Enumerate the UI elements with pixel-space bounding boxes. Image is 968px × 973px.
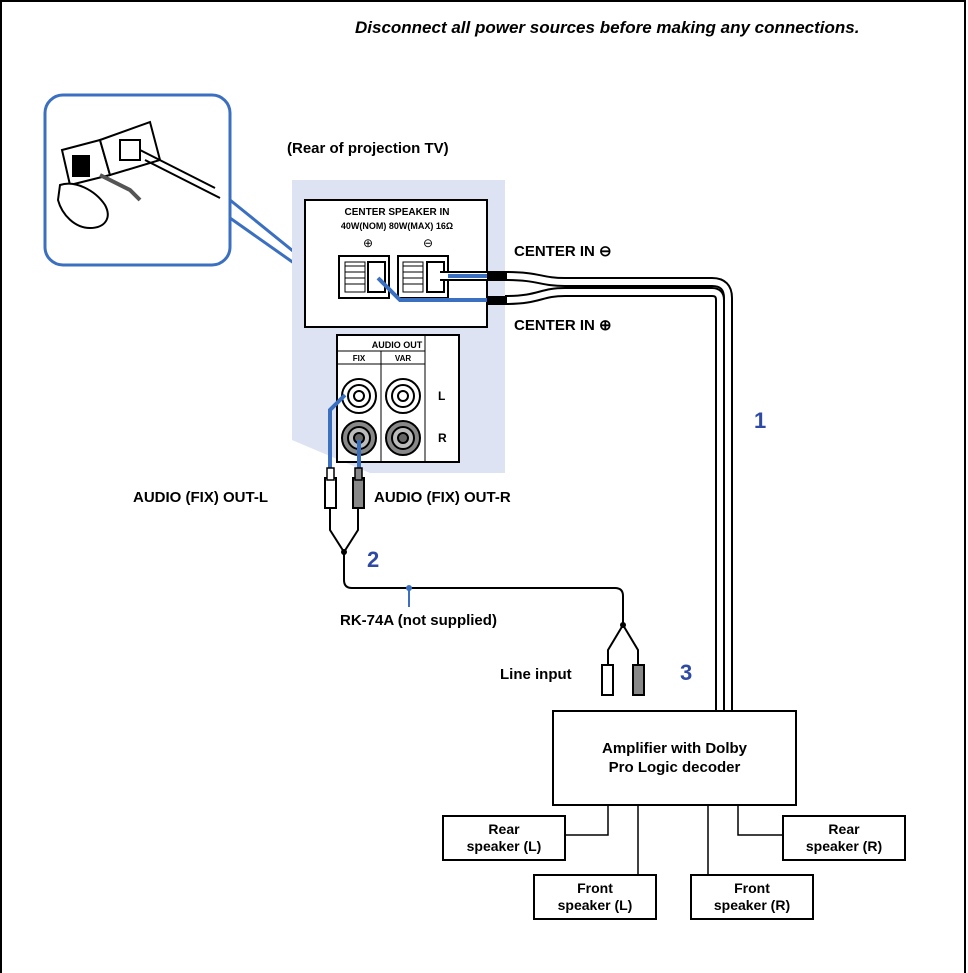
l-label: L (438, 389, 445, 403)
center-speaker-title: CENTER SPEAKER IN (344, 207, 449, 218)
plus-symbol: ⊕ (363, 236, 373, 250)
jack-fix-l (341, 378, 377, 414)
audio-out-title: AUDIO OUT (372, 340, 423, 350)
minus-symbol: ⊖ (423, 236, 433, 250)
step-2: 2 (367, 547, 380, 572)
var-label: VAR (395, 354, 412, 363)
front-speaker-r-line2: speaker (R) (713, 897, 791, 913)
center-speaker-rating: 40W(NOM) 80W(MAX) 16Ω (341, 221, 453, 231)
jack-var-r (385, 420, 421, 456)
audio-fix-r-label: AUDIO (FIX) OUT-R (374, 489, 511, 506)
speaker-wires (566, 805, 782, 874)
rca-cable (324, 393, 645, 696)
front-speaker-l-line2: speaker (L) (557, 897, 633, 913)
line-input-label: Line input (500, 666, 572, 683)
jack-var-l (385, 378, 421, 414)
rear-speaker-r-line2: speaker (R) (805, 838, 883, 854)
terminal-detail-inset (43, 93, 336, 294)
r-label: R (438, 431, 447, 445)
fix-label: FIX (353, 354, 366, 363)
jack-fix-r (341, 420, 377, 456)
front-speaker-r-line1: Front (734, 880, 770, 896)
amplifier-line1: Amplifier with Dolby (601, 740, 747, 757)
warning-text: Disconnect all power sources before maki… (355, 18, 860, 37)
center-in-minus-label: CENTER IN ⊖ (514, 243, 612, 260)
step-3: 3 (680, 660, 693, 685)
audio-fix-l-label: AUDIO (FIX) OUT-L (133, 489, 268, 506)
rear-speaker-l-line2: speaker (L) (466, 838, 542, 854)
speaker-cable (376, 271, 733, 710)
step-1: 1 (754, 408, 767, 433)
center-in-plus-label: CENTER IN ⊕ (514, 317, 612, 334)
amplifier-line2: Pro Logic decoder (608, 759, 741, 776)
cable-label: RK-74A (not supplied) (340, 612, 497, 629)
rear-speaker-r-line1: Rear (828, 821, 860, 837)
plus-terminal (338, 255, 390, 299)
rear-caption: (Rear of projection TV) (287, 140, 449, 157)
front-speaker-l-line1: Front (577, 880, 613, 896)
center-speaker-terminal-block (304, 199, 488, 328)
rear-speaker-l-line1: Rear (488, 821, 520, 837)
